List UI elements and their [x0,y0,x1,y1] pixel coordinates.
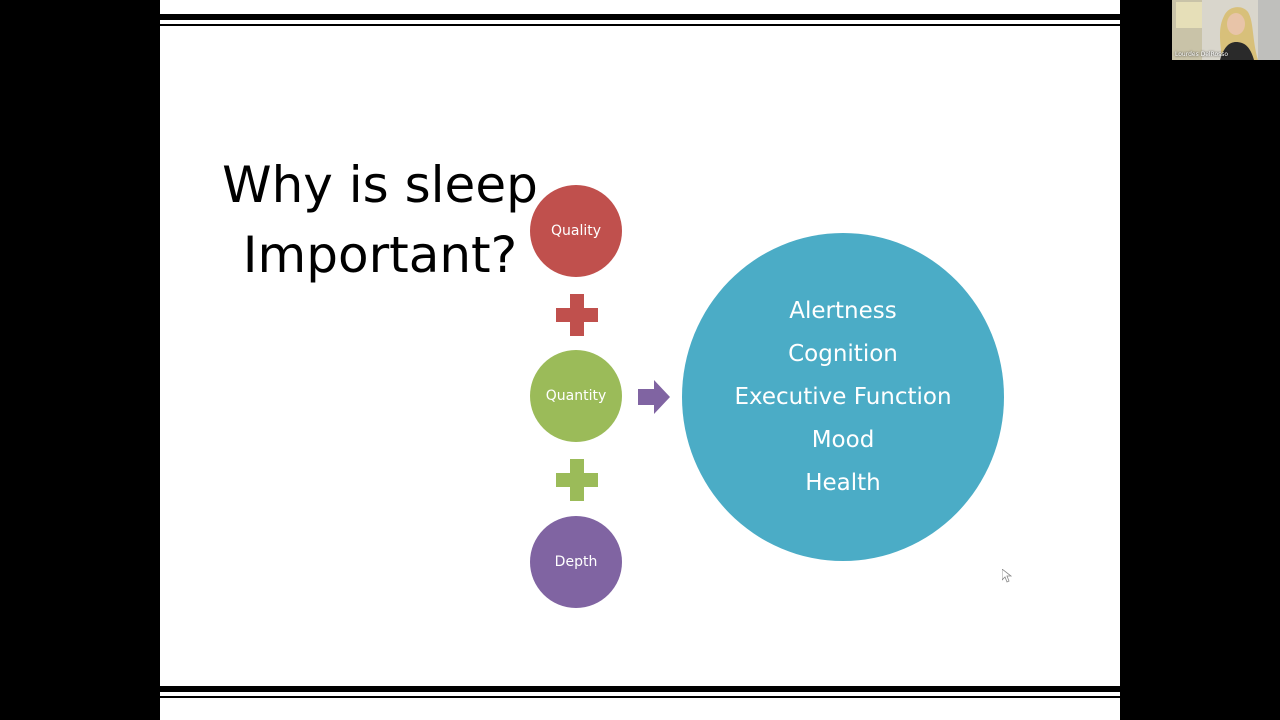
depth-label: Depth [554,554,598,570]
slide-title: Why is sleep Important? [200,150,560,290]
presentation-slide: Why is sleep Important? Quality Quantity… [160,0,1120,720]
slide-title-line2: Important? [242,226,518,284]
participant-name: Lourdes DelRosso [1175,51,1229,58]
quantity-label: Quantity [545,388,607,404]
participant-video-thumbnail[interactable]: Lourdes DelRosso [1172,0,1280,60]
outcome-item: Executive Function [734,383,952,410]
outcome-item: Alertness [789,297,897,324]
outcome-item: Cognition [788,340,898,367]
outcome-item: Mood [811,426,875,453]
slide-title-line1: Why is sleep [222,156,538,214]
outcome-item: Health [805,469,881,496]
mouse-cursor-icon [1001,568,1013,587]
slide-bottom-rule-thin [160,696,1120,698]
plus-icon [556,294,598,336]
quality-label: Quality [550,223,602,239]
participant-video-image [1172,0,1280,60]
plus-icon [556,459,598,501]
outcomes-circle: Alertness Cognition Executive Function M… [682,233,1004,561]
arrow-right-icon [638,380,670,418]
slide-bottom-rule-thick [160,686,1120,692]
slide-top-rule-thick [160,14,1120,20]
depth-circle: Depth [530,516,622,608]
slide-top-rule-thin [160,24,1120,26]
quality-circle: Quality [530,185,622,277]
quantity-circle: Quantity [530,350,622,442]
